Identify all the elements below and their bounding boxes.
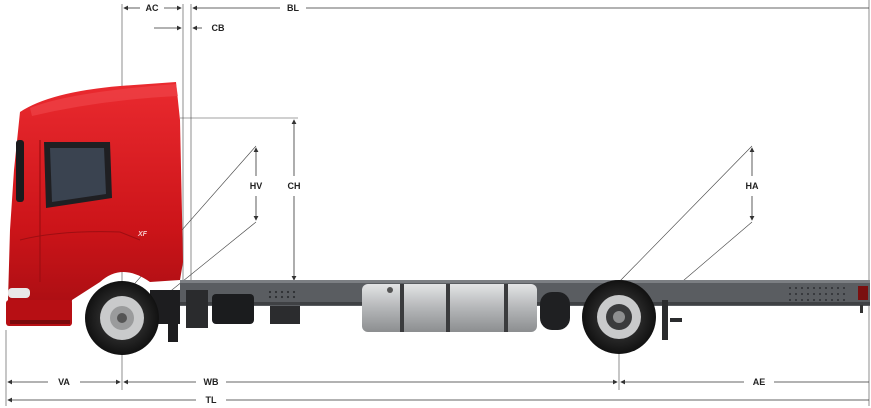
tl-dimension: TL	[7, 395, 869, 405]
ae-label: AE	[753, 377, 766, 387]
wb-label: WB	[204, 377, 219, 387]
ha-dimension: HA	[618, 145, 759, 299]
ae-dimension: AE	[620, 377, 869, 387]
ac-dimension: AC	[123, 3, 182, 13]
truck-cab: XF	[6, 82, 183, 342]
rear-wheel	[582, 280, 656, 354]
frame-holes	[268, 287, 845, 301]
side-mirror	[16, 140, 24, 202]
va-dimension: VA	[7, 377, 121, 387]
va-label: VA	[58, 377, 70, 387]
fuel-tank	[362, 284, 537, 332]
front-wheel	[85, 281, 159, 355]
truck-chassis	[180, 280, 870, 340]
rear-light	[858, 286, 868, 300]
ch-dimension: CH	[288, 119, 301, 281]
ac-label: AC	[146, 3, 159, 13]
cab-badge: XF	[137, 231, 148, 238]
air-tank	[540, 292, 570, 330]
cb-label: CB	[212, 23, 225, 33]
tl-label: TL	[206, 395, 217, 405]
hv-label: HV	[250, 181, 263, 191]
ha-label: HA	[746, 181, 759, 191]
bl-label: BL	[287, 3, 299, 13]
cb-dimension: CB	[154, 23, 225, 33]
gearbox-unit	[186, 290, 208, 328]
bl-dimension: BL	[192, 3, 869, 13]
wb-dimension: WB	[123, 377, 618, 387]
ch-label: CH	[288, 181, 301, 191]
battery-box	[212, 294, 254, 324]
front-bumper	[6, 300, 72, 326]
